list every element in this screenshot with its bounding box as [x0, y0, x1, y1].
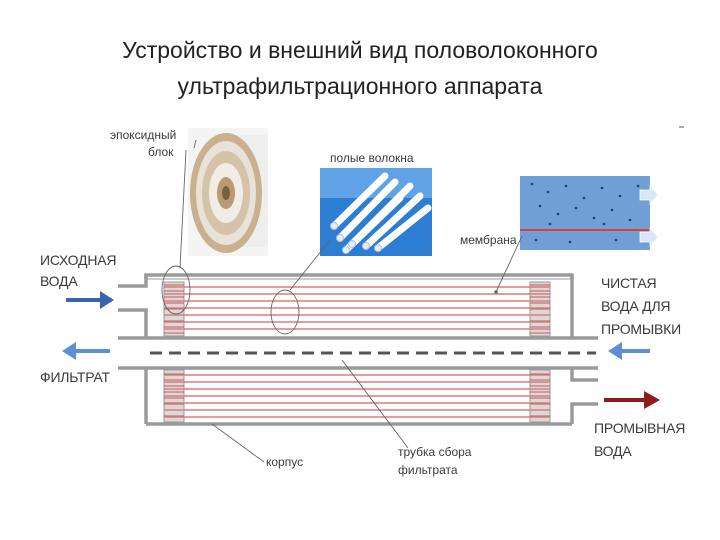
source-water-arrow-icon: [66, 291, 114, 309]
epoxy-block-label-2: блок: [148, 145, 174, 159]
filtrate-arrow-icon: [62, 342, 110, 360]
hollow-fibers-photo: [320, 168, 432, 256]
epoxy-block-label-1: эпоксидный: [110, 128, 176, 142]
membrane-callout-dot: [494, 290, 498, 294]
collection-tube-label-1: трубка сбора: [398, 445, 472, 459]
source-water-label-1: ИСХОДНАЯ: [40, 252, 116, 268]
clean-water-label-1: ЧИСТАЯ: [601, 275, 656, 291]
flush-water-label-2: ВОДА: [594, 443, 632, 459]
membrane-label: мембрана: [460, 233, 517, 247]
flush-water-arrow-icon: [604, 391, 660, 409]
clean-water-arrow-icon: [608, 342, 650, 360]
collection-tube-label-2: фильтрата: [398, 463, 458, 477]
clean-water-label-2: ВОДА ДЛЯ: [601, 298, 670, 314]
clean-water-label-3: ПРОМЫВКИ: [601, 321, 681, 337]
epoxy-block-photo: [188, 128, 268, 256]
hollow-fibers-label: полые волокна: [330, 151, 414, 165]
membrane-inset: [520, 176, 658, 250]
source-water-label-2: ВОДА: [40, 273, 78, 289]
flush-water-label-1: ПРОМЫВНАЯ: [594, 420, 685, 436]
fiber-callout-circle: [271, 290, 299, 334]
housing: [118, 275, 598, 424]
housing-label: корпус: [266, 455, 303, 469]
filtrate-label: ФИЛЬТРАТ: [40, 369, 110, 385]
